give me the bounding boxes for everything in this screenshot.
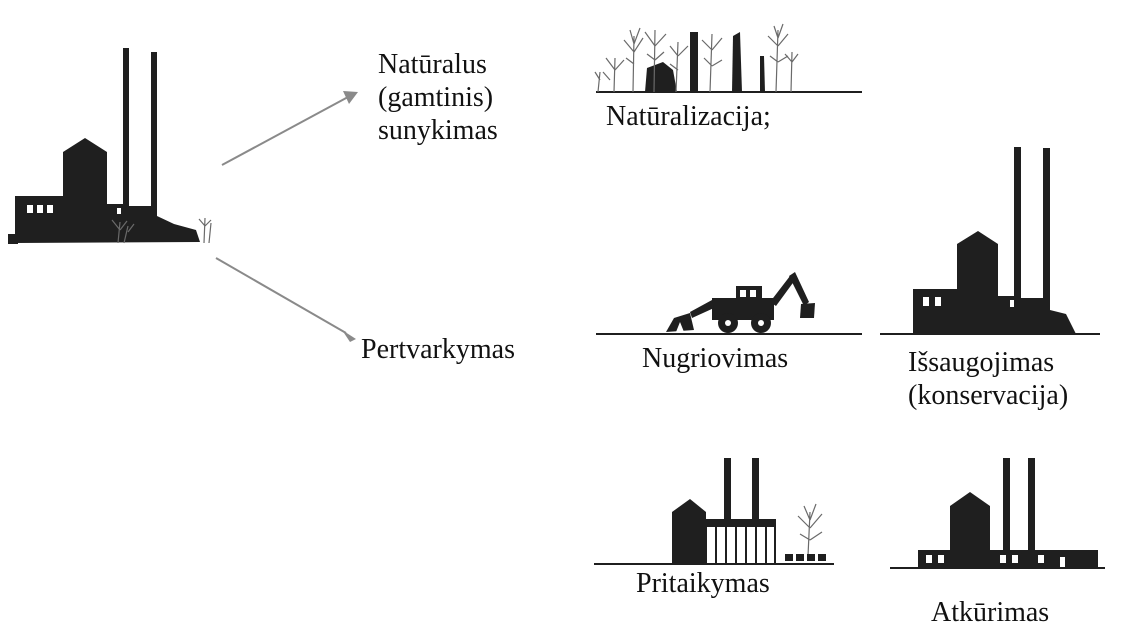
- preserved-factory-icon: [880, 147, 1100, 335]
- naturalization-label: Natūralizacija;: [606, 101, 771, 132]
- adapted-factory-icon: [594, 458, 834, 565]
- arrow-up-right-icon: [221, 91, 358, 166]
- natural-decay-line-1: Natūralus: [378, 49, 487, 80]
- demolition-label: Nugriovimas: [642, 343, 789, 374]
- adaptation-label: Pritaikymas: [636, 568, 770, 599]
- excavator-icon: [596, 272, 862, 335]
- natural-decay-line-2: (gamtinis): [378, 82, 494, 113]
- preservation-label: Išsaugojimas (konservacija): [908, 346, 1068, 412]
- transformation-label: Pertvarkymas: [361, 334, 515, 365]
- arrow-down-right-icon: [215, 257, 356, 342]
- natural-decay-line-3: sunykimas: [378, 115, 498, 146]
- factory-with-two-chimneys-and-trees-icon: [8, 48, 212, 244]
- natural-decay-label: Natūralus (gamtinis) sunykimas: [378, 48, 498, 147]
- preservation-line-2: (konservacija): [908, 380, 1069, 411]
- preservation-line-1: Išsaugojimas: [908, 347, 1055, 378]
- restored-factory-icon: [890, 458, 1105, 569]
- ruins-with-trees-icon: [594, 23, 862, 93]
- restoration-label: Atkūrimas: [931, 597, 1050, 628]
